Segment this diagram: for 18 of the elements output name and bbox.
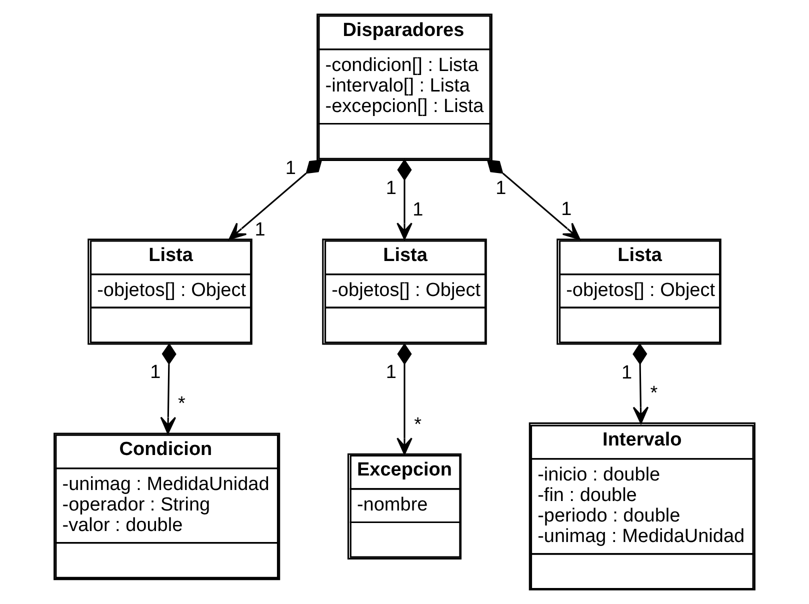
- label: 1: [386, 178, 396, 200]
- label: 1: [254, 219, 266, 240]
- label: *: [178, 394, 186, 415]
- label: 1: [285, 158, 296, 179]
- arrow: [396, 343, 412, 455]
- label: 1: [622, 362, 632, 384]
- arrow: [396, 158, 412, 240]
- arrow: [486, 159, 580, 240]
- arrow: [160, 343, 176, 434]
- label: 1: [412, 199, 424, 220]
- label: *: [650, 383, 658, 404]
- arrow: [632, 343, 649, 424]
- label: 1: [496, 178, 506, 200]
- label: *: [414, 414, 422, 436]
- label: 1: [150, 362, 161, 383]
- label: 1: [386, 362, 396, 384]
- label: 1: [561, 199, 572, 220]
- arrow: [228, 159, 322, 240]
